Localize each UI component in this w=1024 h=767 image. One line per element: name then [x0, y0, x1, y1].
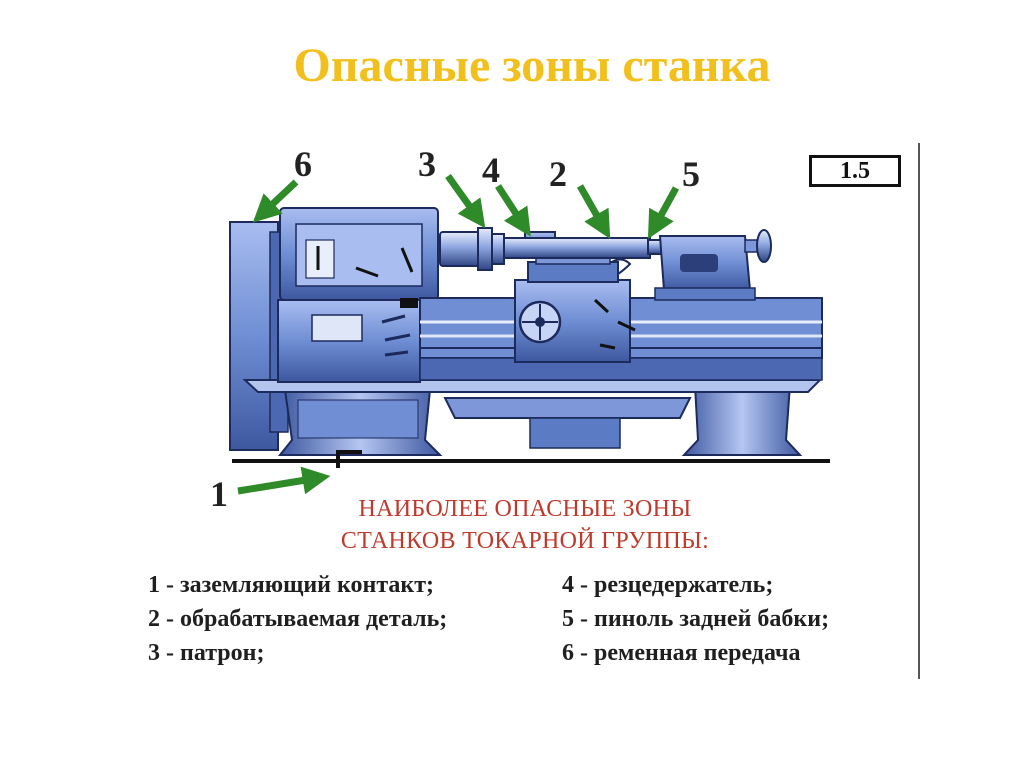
chuck — [439, 227, 505, 271]
legend-item-4: 4 - резцедержатель; — [562, 572, 774, 598]
callout-5: 5 — [682, 154, 700, 194]
arrow-3 — [445, 173, 486, 229]
arrow-4 — [495, 184, 531, 237]
callout-arrows — [237, 173, 680, 495]
legend-item-5: 5 - пиноль задней бабки; — [562, 606, 830, 632]
callout-3: 3 — [418, 144, 436, 184]
chip-tray — [443, 397, 692, 449]
arrow-2 — [576, 184, 611, 239]
left-pedestal — [277, 389, 443, 456]
slide-title: Опасные зоны станка — [293, 39, 771, 92]
callout-2: 2 — [549, 154, 567, 194]
tailstock — [647, 229, 772, 301]
caption-line-1: НАИБОЛЕЕ ОПАСНЫЕ ЗОНЫ — [358, 496, 692, 522]
right-pedestal — [681, 384, 803, 456]
arrow-1 — [237, 466, 331, 495]
workpiece — [503, 237, 651, 259]
headstock — [279, 207, 439, 308]
callout-4: 4 — [482, 150, 500, 190]
callout-1: 1 — [210, 474, 228, 514]
legend-item-3: 3 - патрон; — [148, 640, 265, 666]
arrow-6 — [252, 179, 299, 223]
carriage-apron — [514, 279, 636, 363]
legend-item-1: 1 - заземляющий контакт; — [148, 572, 435, 598]
legend-item-2: 2 - обрабатываемая деталь; — [148, 606, 448, 632]
callout-6: 6 — [294, 144, 312, 184]
figure-number: 1.5 — [809, 155, 901, 187]
legend-item-6: 6 - ременная передача — [562, 640, 801, 666]
legend-right: 4 - резцедержатель; 5 - пиноль задней ба… — [562, 568, 829, 670]
caption-line-2: СТАНКОВ ТОКАРНОЙ ГРУППЫ: — [340, 528, 710, 554]
figure-frame-line — [918, 143, 920, 679]
legend-left: 1 - заземляющий контакт; 2 - обрабатывае… — [148, 568, 447, 670]
arrow-5 — [647, 186, 680, 240]
grounding-contact — [336, 450, 362, 468]
gearbox — [277, 299, 421, 383]
